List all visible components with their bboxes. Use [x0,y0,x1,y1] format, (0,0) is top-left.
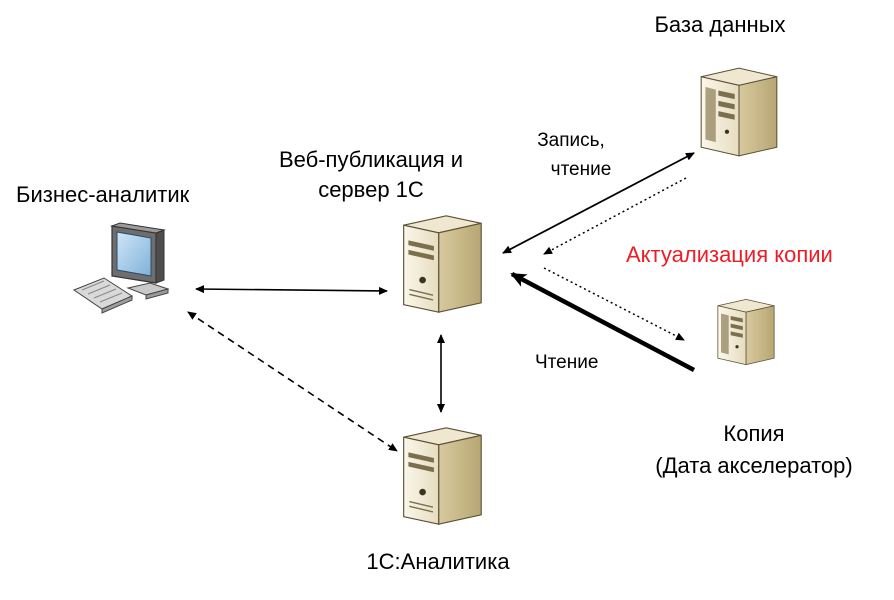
label-database: База данных [654,12,786,37]
workstation-icon [72,222,170,314]
label-read: Чтение [535,352,599,373]
label-analytics: 1С:Аналитика [366,549,510,574]
label-business-analyst: Бизнес-аналитик [16,182,190,207]
label-web-server-line2: сервер 1С [318,177,424,202]
analytics-server-icon [402,427,482,525]
edge-database-sync-dotted [543,177,687,255]
copy-server-icon [717,298,775,366]
label-write-read-line1: Запись, [537,130,605,151]
edge-copy-webserver-read [510,272,696,372]
label-actualization: Актуализация копии [626,242,833,267]
database-server-icon [700,67,778,157]
label-write-read-line2: чтение [550,159,612,180]
edge-analyst-analytics [187,311,398,452]
label-copy-line2: (Дата акселератор) [655,453,853,478]
label-web-server-line1: Веб-публикация и [278,147,464,172]
edge-actualization-copy-dotted [543,267,685,341]
edge-analyst-webserver [195,285,388,295]
web-server-icon [402,215,482,313]
edge-webserver-database [502,152,695,254]
label-copy-line1: Копия [723,421,785,446]
